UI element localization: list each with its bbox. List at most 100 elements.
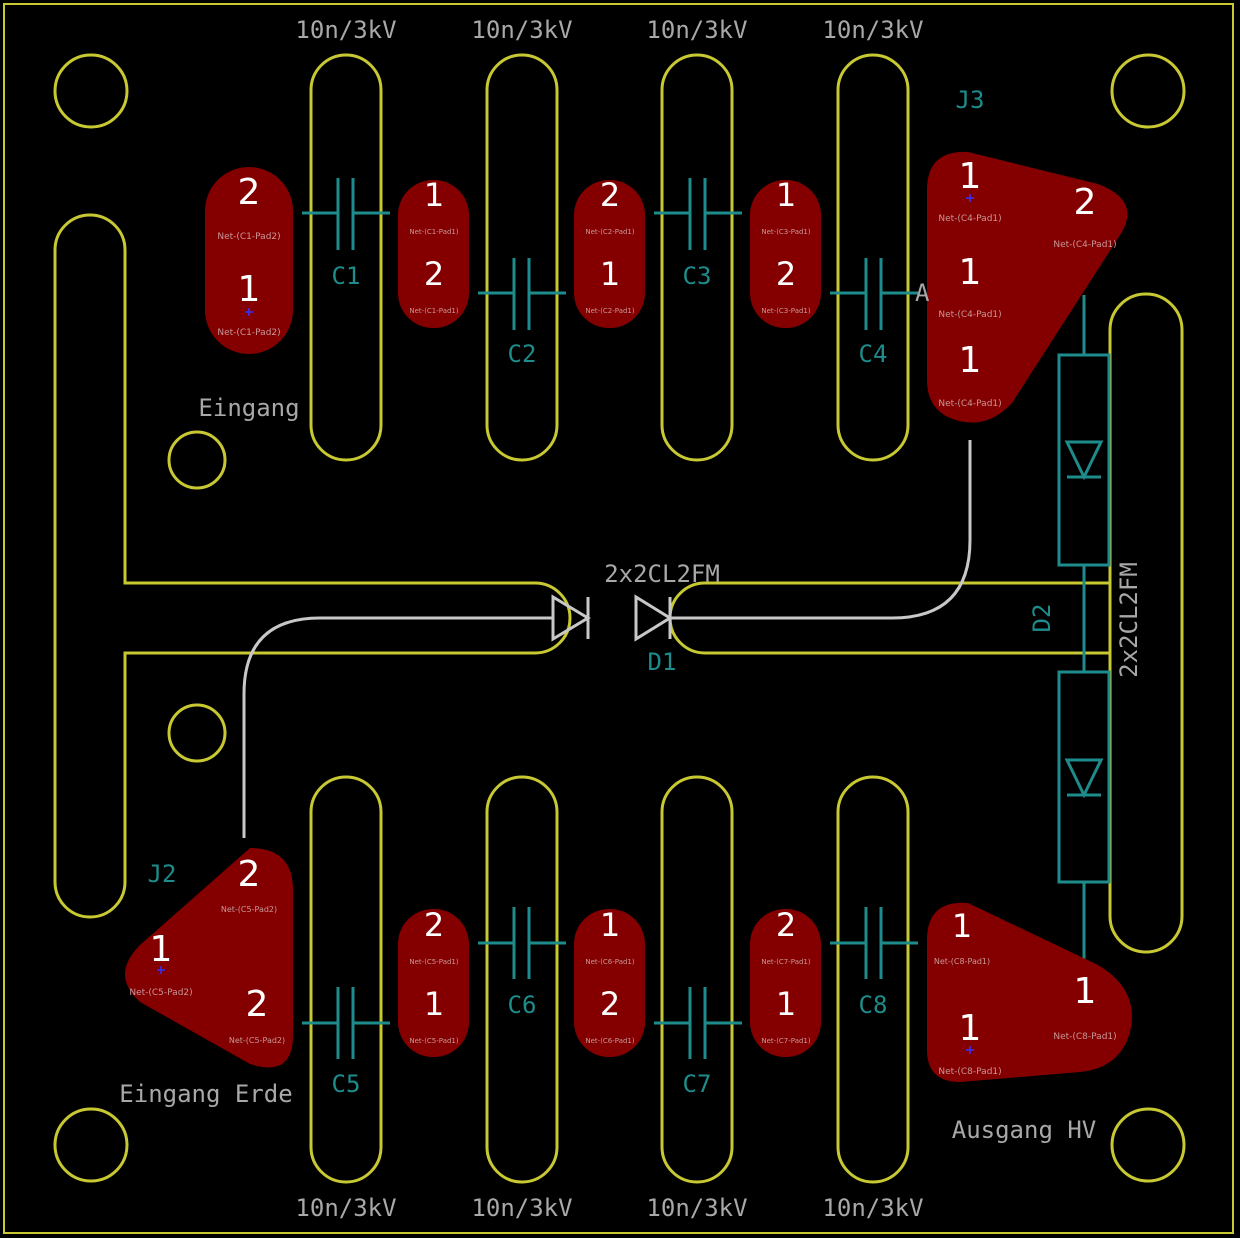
pad-num: 1 <box>600 906 620 944</box>
net-label: Net-(C8-Pad1) <box>1053 1032 1116 1042</box>
label-ausgang-hv: Ausgang HV <box>952 1116 1097 1144</box>
c2-value: 10n/3kV <box>471 16 572 44</box>
pad-num: 1 <box>424 985 444 1023</box>
ref-j2: J2 <box>148 860 177 888</box>
ref-c2: C2 <box>508 340 537 368</box>
net-label: Net-(C2-Pad1) <box>585 228 635 236</box>
pad-j2 <box>125 848 293 1068</box>
c6-value: 10n/3kV <box>471 1194 572 1222</box>
silkscreen-labels: Eingang Eingang Erde Ausgang HV A <box>119 279 1096 1144</box>
net-label: Net-(C8-Pad1) <box>938 1067 1001 1077</box>
pad-c3-c4 <box>750 180 821 328</box>
net-label: Net-(C1-Pad2) <box>217 328 280 338</box>
net-label: Net-(C7-Pad1) <box>761 958 811 966</box>
pad-c5-c6 <box>398 909 469 1057</box>
pad-num: 1 <box>150 929 173 970</box>
net-label: Net-(C5-Pad2) <box>221 905 277 914</box>
c3-value: 10n/3kV <box>646 16 747 44</box>
net-label: Net-(C6-Pad1) <box>585 958 635 966</box>
ref-c3: C3 <box>683 262 712 290</box>
isolation-slots <box>53 53 1184 1184</box>
track-hv <box>242 440 972 838</box>
c8-symbol <box>830 907 918 979</box>
net-labels: Net-(C1-Pad2) Net-(C1-Pad2) Net-(C1-Pad1… <box>129 214 1116 1077</box>
pads <box>125 151 1132 1082</box>
c6-symbol <box>478 907 566 979</box>
ref-c8: C8 <box>859 991 888 1019</box>
pad-num: 1 <box>424 176 444 214</box>
pad-c8-output <box>927 902 1132 1082</box>
net-label: Net-(C5-Pad2) <box>229 1036 285 1045</box>
c5-value: 10n/3kV <box>295 1194 396 1222</box>
net-label: Net-(C1-Pad1) <box>409 307 459 315</box>
d2-value: 2x2CL2FM <box>1115 562 1143 678</box>
slot-right <box>1108 292 1184 954</box>
pad-num: 2 <box>246 984 269 1025</box>
mounting-hole-bottom-right <box>1110 1107 1186 1183</box>
pad-c2-c3 <box>574 180 645 328</box>
c7-value: 10n/3kV <box>646 1194 747 1222</box>
net-label: Net-(C3-Pad1) <box>761 228 811 236</box>
c3-symbol <box>654 178 742 250</box>
pad-num: 1 <box>1074 971 1097 1012</box>
mounting-holes <box>53 53 1186 1183</box>
net-label: Net-(C4-Pad1) <box>938 214 1001 224</box>
reference-designators: C1 C2 C3 C4 C5 C6 C7 C8 D1 J3 J2 D2 <box>148 86 1056 1098</box>
pad-c1-c2 <box>398 180 469 328</box>
c5-symbol <box>302 987 390 1059</box>
ref-d1: D1 <box>648 648 677 676</box>
pad-num: 1 <box>959 252 982 293</box>
d1-silkscreen <box>551 594 673 642</box>
net-label: Net-(C7-Pad1) <box>761 1037 811 1045</box>
pad-num: 1 <box>959 340 982 381</box>
board-outline <box>3 3 1234 1234</box>
pad-num: 2 <box>238 854 261 895</box>
slot-top-4 <box>836 53 910 462</box>
label-eingang-erde: Eingang Erde <box>119 1080 292 1108</box>
pad-centre-marks <box>157 194 974 1054</box>
slot-top-3 <box>660 53 734 462</box>
net-label: Net-(C8-Pad1) <box>934 957 990 966</box>
slot-top-1 <box>309 53 383 462</box>
slot-bottom-1 <box>309 775 383 1184</box>
pad-num: 1 <box>959 1008 982 1049</box>
label-j3-partial: A <box>915 279 930 307</box>
capacitor-symbols <box>302 178 918 1059</box>
slot-bottom-2 <box>485 775 559 1184</box>
c8-value: 10n/3kV <box>822 1194 923 1222</box>
pad-j3 <box>927 151 1128 423</box>
c4-value: 10n/3kV <box>822 16 923 44</box>
ref-c6: C6 <box>508 991 537 1019</box>
value-labels: 10n/3kV 10n/3kV 10n/3kV 10n/3kV 10n/3kV … <box>295 16 1143 1222</box>
c2-symbol <box>478 258 566 330</box>
net-label: Net-(C4-Pad1) <box>938 399 1001 409</box>
pad-c1-input <box>205 167 293 354</box>
c1-value: 10n/3kV <box>295 16 396 44</box>
pad-num: 1 <box>238 269 261 310</box>
net-label: Net-(C5-Pad1) <box>409 1037 459 1045</box>
mounting-hole-top-right <box>1110 53 1186 129</box>
net-label: Net-(C5-Pad2) <box>129 988 192 998</box>
ref-j3: J3 <box>956 86 985 114</box>
net-label: Net-(C6-Pad1) <box>585 1037 635 1045</box>
slot-left-t <box>53 213 572 919</box>
net-label: Net-(C2-Pad1) <box>585 307 635 315</box>
c7-symbol <box>654 987 742 1059</box>
pad-num: 1 <box>959 156 982 197</box>
net-label: Net-(C3-Pad1) <box>761 307 811 315</box>
pad-num: 1 <box>776 985 796 1023</box>
d1-value: 2x2CL2FM <box>604 560 720 588</box>
pad-num: 2 <box>424 906 444 944</box>
ref-c1: C1 <box>332 262 361 290</box>
net-label: Net-(C5-Pad1) <box>409 958 459 966</box>
pad-num: 2 <box>600 985 620 1023</box>
label-eingang: Eingang <box>198 394 299 422</box>
mounting-hole-bottom-left <box>53 1107 129 1183</box>
pad-num: 2 <box>1074 182 1097 223</box>
pad-num: 1 <box>600 255 620 293</box>
net-label: Net-(C4-Pad1) <box>938 310 1001 320</box>
ref-c5: C5 <box>332 1070 361 1098</box>
hole-eingang-erde <box>167 703 227 763</box>
ref-c4: C4 <box>859 340 888 368</box>
pad-num: 1 <box>952 907 972 945</box>
